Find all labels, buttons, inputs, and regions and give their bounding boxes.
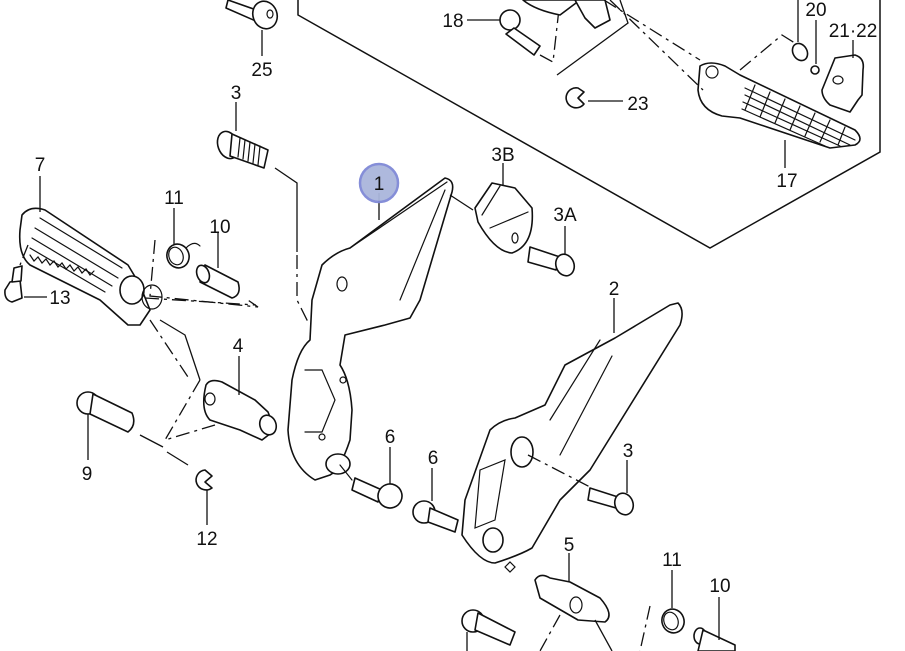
part-21-22-plate[interactable] bbox=[821, 54, 865, 113]
part-11-spring-right[interactable] bbox=[659, 606, 688, 636]
callout-20[interactable]: 20 bbox=[805, 0, 826, 21]
part-9-pin[interactable] bbox=[76, 391, 135, 433]
callout-10-right[interactable]: 10 bbox=[709, 576, 730, 597]
inset-frame bbox=[297, 0, 881, 249]
part-11-spring-left[interactable] bbox=[164, 241, 201, 271]
callout-5[interactable]: 5 bbox=[564, 535, 575, 556]
callout-3a[interactable]: 3A bbox=[553, 205, 577, 226]
callout-9[interactable]: 9 bbox=[82, 464, 93, 485]
callout-23[interactable]: 23 bbox=[627, 94, 648, 115]
callout-11-right[interactable]: 11 bbox=[662, 550, 682, 571]
part-10-collar-right[interactable] bbox=[693, 627, 736, 651]
part-17-rear-footrest[interactable] bbox=[697, 62, 861, 149]
callout-4[interactable]: 4 bbox=[233, 336, 244, 357]
callout-10-left[interactable]: 10 bbox=[209, 217, 230, 238]
callout-11-left[interactable]: 11 bbox=[164, 188, 184, 209]
callout-7[interactable]: 7 bbox=[35, 155, 46, 176]
callout-6-right[interactable]: 6 bbox=[428, 448, 439, 469]
part-12-e-clip[interactable] bbox=[195, 469, 213, 491]
callout-6-left[interactable]: 6 bbox=[385, 427, 396, 448]
callout-12[interactable]: 12 bbox=[196, 529, 217, 550]
callout-18[interactable]: 18 bbox=[442, 11, 463, 32]
rear-bracket-fragment[interactable] bbox=[522, 0, 611, 29]
part-5-pivot[interactable] bbox=[534, 574, 610, 623]
callout-25[interactable]: 25 bbox=[251, 60, 272, 81]
callout-21-22[interactable]: 21·22 bbox=[829, 21, 878, 42]
part-20-spring-ball[interactable] bbox=[789, 41, 820, 75]
callout-1: 1 bbox=[374, 174, 385, 195]
callout-2[interactable]: 2 bbox=[609, 279, 620, 300]
part-3b-damper[interactable] bbox=[474, 182, 534, 254]
part-2-bracket-guard[interactable] bbox=[461, 302, 683, 573]
callout-13[interactable]: 13 bbox=[49, 288, 70, 309]
part-7-front-footrest[interactable] bbox=[18, 207, 163, 326]
part-6-bolt-left[interactable] bbox=[351, 477, 405, 511]
part-1-right-footrest-bracket[interactable] bbox=[287, 177, 454, 481]
part-6-bolt-right[interactable] bbox=[412, 500, 459, 533]
part-pin-bottom[interactable] bbox=[461, 609, 516, 646]
part-13-adjuster[interactable] bbox=[4, 265, 23, 303]
callout-17[interactable]: 17 bbox=[776, 171, 797, 192]
part-10-collar-left[interactable] bbox=[194, 263, 240, 299]
callout-3b[interactable]: 3B bbox=[491, 145, 514, 166]
part-25-bolt[interactable] bbox=[225, 0, 281, 32]
part-3-bolt-top[interactable] bbox=[214, 128, 269, 169]
highlight-callout-1[interactable]: 1 bbox=[358, 162, 400, 204]
part-3-bolt-right[interactable] bbox=[587, 487, 636, 517]
part-23-e-clip[interactable] bbox=[565, 87, 585, 109]
part-18-pin[interactable] bbox=[499, 9, 541, 56]
part-3a-bolt[interactable] bbox=[527, 246, 577, 278]
part-4-pivot[interactable] bbox=[202, 379, 279, 441]
callout-3-right[interactable]: 3 bbox=[623, 441, 634, 462]
callout-3-top[interactable]: 3 bbox=[231, 83, 242, 104]
